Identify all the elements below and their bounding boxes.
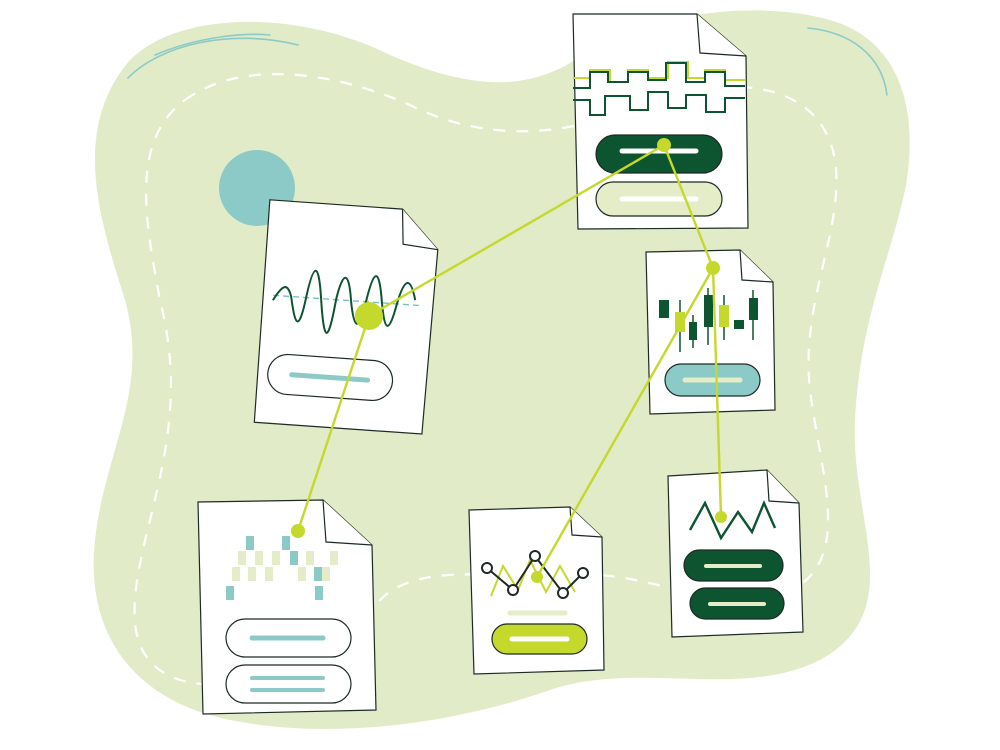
sine-wave-icon	[272, 270, 417, 334]
hub-node[interactable]	[531, 571, 543, 583]
chart-node	[557, 587, 569, 599]
folded-corner	[322, 499, 373, 546]
square-wave-icon-dark	[573, 62, 745, 116]
line-chart-document[interactable]	[468, 506, 605, 675]
hub-node[interactable]	[706, 261, 720, 275]
decorative-arc-left	[127, 37, 299, 79]
chart-node	[507, 584, 519, 596]
folded-corner	[696, 13, 747, 57]
dark-green-pill[interactable]	[595, 134, 723, 174]
candlestick-document[interactable]	[645, 249, 776, 415]
document-outline	[572, 13, 749, 230]
hub-node[interactable]	[291, 524, 305, 538]
zigzag-document[interactable]	[667, 469, 804, 638]
connection-line	[535, 267, 715, 578]
connection-network	[291, 138, 727, 583]
folded-corner	[766, 469, 800, 504]
candlestick-icon	[659, 288, 758, 352]
chart-node	[577, 567, 589, 579]
hub-node[interactable]	[657, 138, 671, 152]
lime-line-icon	[490, 557, 576, 597]
baseline-dashed	[273, 294, 419, 307]
square-wave-icon-lime	[573, 61, 745, 83]
chart-node	[481, 562, 493, 574]
connection-line	[662, 144, 715, 269]
outlined-double-line-pill[interactable]	[225, 664, 352, 704]
heatmap-document[interactable]	[197, 499, 377, 715]
hub-node-large[interactable]	[355, 302, 383, 330]
heatmap-grid-icon	[226, 536, 338, 600]
pill-bar	[289, 372, 371, 383]
square-wave-document[interactable]	[572, 13, 749, 230]
chart-node	[529, 550, 541, 562]
decorative-arc-left-inner	[154, 33, 271, 56]
folded-corner	[739, 249, 774, 283]
connection-line	[711, 267, 723, 518]
hub-node[interactable]	[715, 511, 727, 523]
waveform-document[interactable]	[253, 199, 440, 435]
connection-line	[368, 143, 665, 318]
zigzag-icon	[688, 499, 777, 541]
folded-corner	[401, 209, 438, 251]
connection-line	[296, 315, 371, 532]
decorative-arc-right	[807, 27, 888, 96]
